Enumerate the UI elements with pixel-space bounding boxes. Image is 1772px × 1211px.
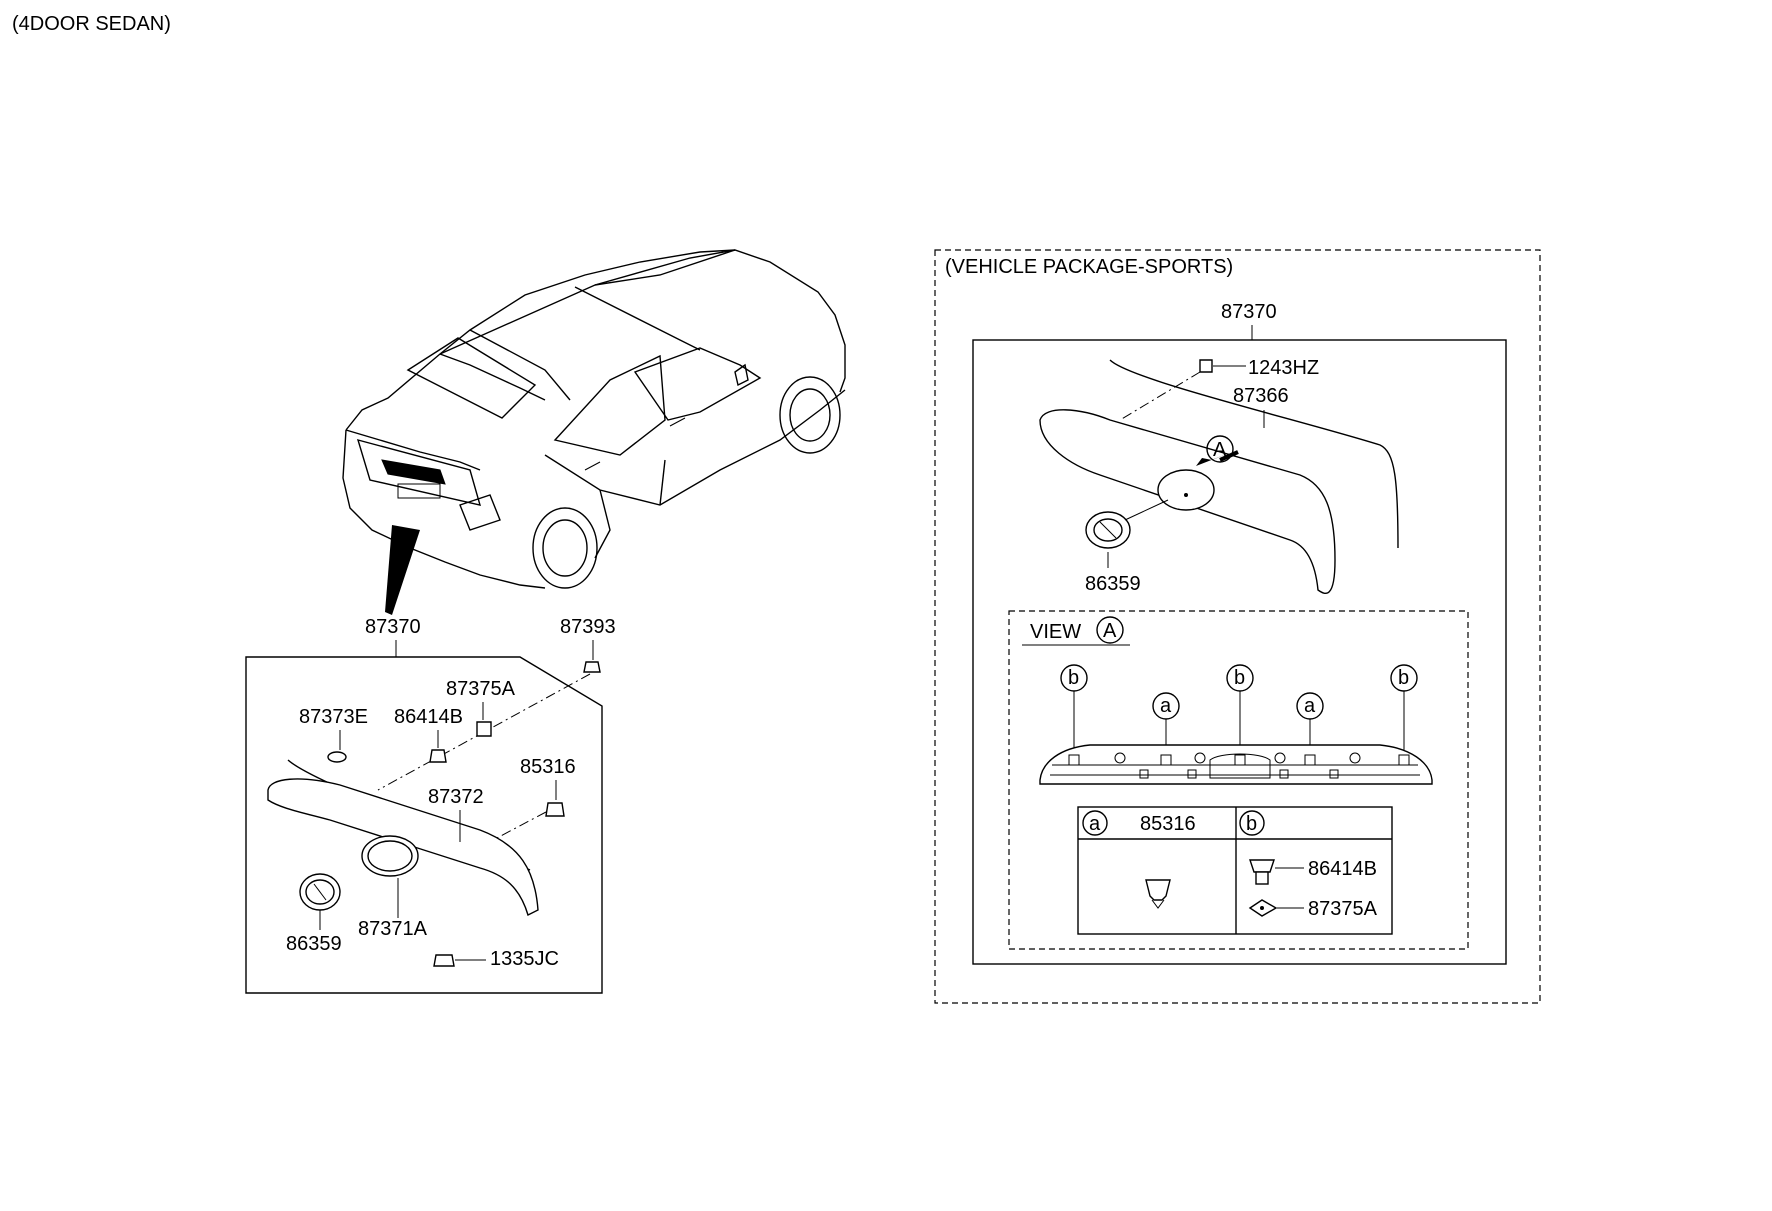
label-86359: 86359: [286, 933, 342, 955]
legend-a-part: 85316: [1140, 813, 1196, 835]
view-marker-b-right: b: [1398, 667, 1409, 689]
left-parts-box: 87370 87393 87375A 87373E 86414B 85316 8…: [245, 616, 616, 994]
label-87370-sports: 87370: [1221, 301, 1277, 323]
view-marker-a-right: a: [1304, 695, 1316, 717]
label-1243hz: 1243HZ: [1248, 357, 1319, 379]
view-marker: A: [1103, 620, 1117, 642]
label-87370: 87370: [365, 616, 421, 638]
clip-86414b-icon: [1249, 859, 1275, 873]
clip-85316-icon: [1145, 879, 1171, 901]
view-marker-b-left: b: [1068, 667, 1079, 689]
label-87371a: 87371A: [358, 918, 428, 940]
label-87393: 87393: [560, 616, 616, 638]
label-87372: 87372: [428, 786, 484, 808]
legend-b-part-2: 87375A: [1308, 898, 1378, 920]
right-parts-box: (VEHICLE PACKAGE-SPORTS) 87370 1243HZ 87…: [934, 249, 1541, 1004]
car-illustration: [342, 249, 846, 615]
label-86359-sports: 86359: [1085, 573, 1141, 595]
marker-a: A: [1213, 439, 1227, 461]
label-87366: 87366: [1233, 385, 1289, 407]
label-86414b: 86414B: [394, 706, 463, 728]
package-title: (VEHICLE PACKAGE-SPORTS): [945, 256, 1233, 278]
diagram-title: (4DOOR SEDAN): [12, 13, 171, 35]
view-marker-b-center: b: [1234, 667, 1245, 689]
label-87375a: 87375A: [446, 678, 516, 700]
label-1335jc: 1335JC: [490, 948, 559, 970]
legend-b-part-1: 86414B: [1308, 858, 1377, 880]
label-87373e: 87373E: [299, 706, 368, 728]
legend-a-letter: a: [1089, 813, 1101, 835]
view-title: VIEW: [1030, 621, 1081, 643]
legend-b-letter: b: [1246, 813, 1257, 835]
view-marker-a-left: a: [1160, 695, 1172, 717]
label-85316: 85316: [520, 756, 576, 778]
